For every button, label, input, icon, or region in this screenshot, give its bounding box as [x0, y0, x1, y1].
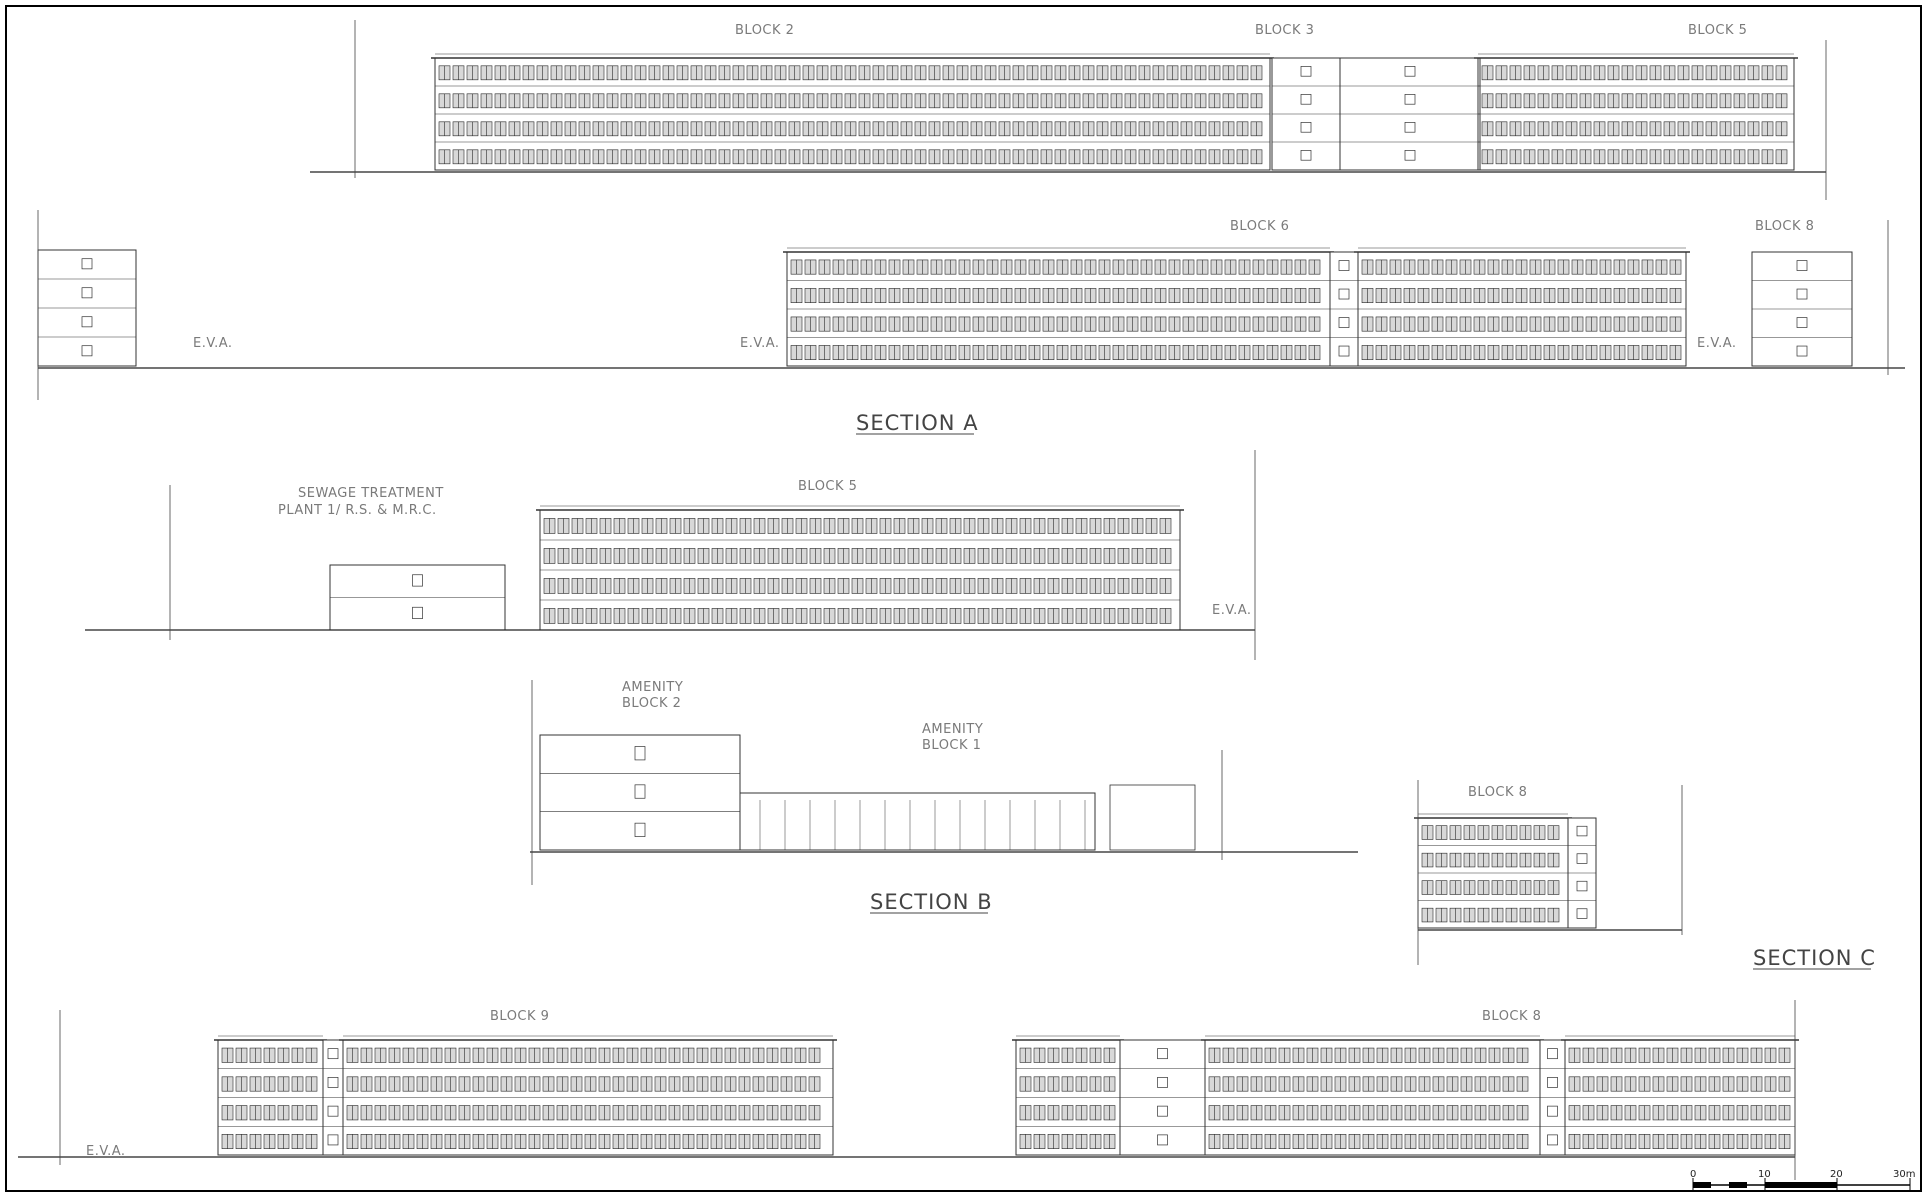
- scale-tick-10: 10: [1758, 1169, 1771, 1180]
- label-eva-3: E.V.A.: [1697, 336, 1737, 351]
- amenity-block-2: [539, 734, 741, 851]
- label-block-5-top: BLOCK 5: [1688, 23, 1747, 38]
- block-8-end-a: [1751, 251, 1853, 367]
- block-3-core: [1271, 57, 1341, 171]
- label-amenity2-line1: AMENITY: [622, 680, 683, 695]
- label-sewage-line1: SEWAGE TREATMENT: [298, 486, 444, 501]
- block-2-elevation: [431, 53, 1274, 171]
- label-amenity1-line2: BLOCK 1: [922, 738, 981, 753]
- label-block-6: BLOCK 6: [1230, 219, 1289, 234]
- label-block-8-c: BLOCK 8: [1468, 785, 1527, 800]
- label-amenity2-line2: BLOCK 2: [622, 696, 681, 711]
- block-8-elevation-mid: [1201, 1035, 1544, 1156]
- scale-tick-20: 20: [1830, 1169, 1843, 1180]
- block-left-end: [37, 249, 137, 367]
- label-block-9: BLOCK 9: [490, 1009, 549, 1024]
- block-8-core-mid: [1539, 1039, 1566, 1156]
- block-8-core-bottom: [1119, 1039, 1206, 1156]
- block-3-service: [1339, 57, 1481, 171]
- block-8-core-c: [1567, 817, 1597, 929]
- block-6-elevation: [783, 247, 1334, 367]
- block-8-elevation-bottom: [1012, 1035, 1124, 1156]
- sewage-plant: [329, 564, 506, 631]
- label-block-5-b: BLOCK 5: [798, 479, 857, 494]
- amenity-block-1: [739, 784, 1196, 851]
- scale-tick-30m: 30m: [1893, 1169, 1915, 1180]
- scale-bar: 0 10 20 30m: [1690, 1169, 1915, 1190]
- section-b-title: SECTION B: [870, 890, 993, 914]
- block-5-elevation-top: [1474, 53, 1798, 171]
- label-eva-1: E.V.A.: [193, 336, 233, 351]
- sheet-border: [5, 5, 1922, 1192]
- label-block-8-a: BLOCK 8: [1755, 219, 1814, 234]
- label-block-8-bottom: BLOCK 8: [1482, 1009, 1541, 1024]
- block-8-elevation-c: [1414, 813, 1572, 929]
- block-8-elevation-east: [1561, 1035, 1799, 1156]
- scale-tick-0: 0: [1690, 1169, 1696, 1180]
- label-block-3: BLOCK 3: [1255, 23, 1314, 38]
- block-6-core: [1329, 251, 1359, 367]
- label-block-2: BLOCK 2: [735, 23, 794, 38]
- block-5-elevation-b: [536, 505, 1184, 631]
- block-9-core: [322, 1039, 344, 1156]
- label-eva-2: E.V.A.: [740, 336, 780, 351]
- block-6-elevation-east: [1354, 247, 1690, 367]
- section-a-title: SECTION A: [856, 411, 979, 435]
- ground-lines: [18, 20, 1905, 1180]
- label-amenity1-line1: AMENITY: [922, 722, 983, 737]
- label-sewage-line2: PLANT 1/ R.S. & M.R.C.: [278, 503, 437, 518]
- building-elevations: [37, 53, 1853, 1156]
- label-eva-bottom: E.V.A.: [86, 1144, 126, 1159]
- block-9-elevation-east: [339, 1035, 837, 1156]
- section-c-title: SECTION C: [1753, 946, 1876, 970]
- label-eva-b: E.V.A.: [1212, 603, 1252, 618]
- block-9-elevation: [214, 1035, 327, 1156]
